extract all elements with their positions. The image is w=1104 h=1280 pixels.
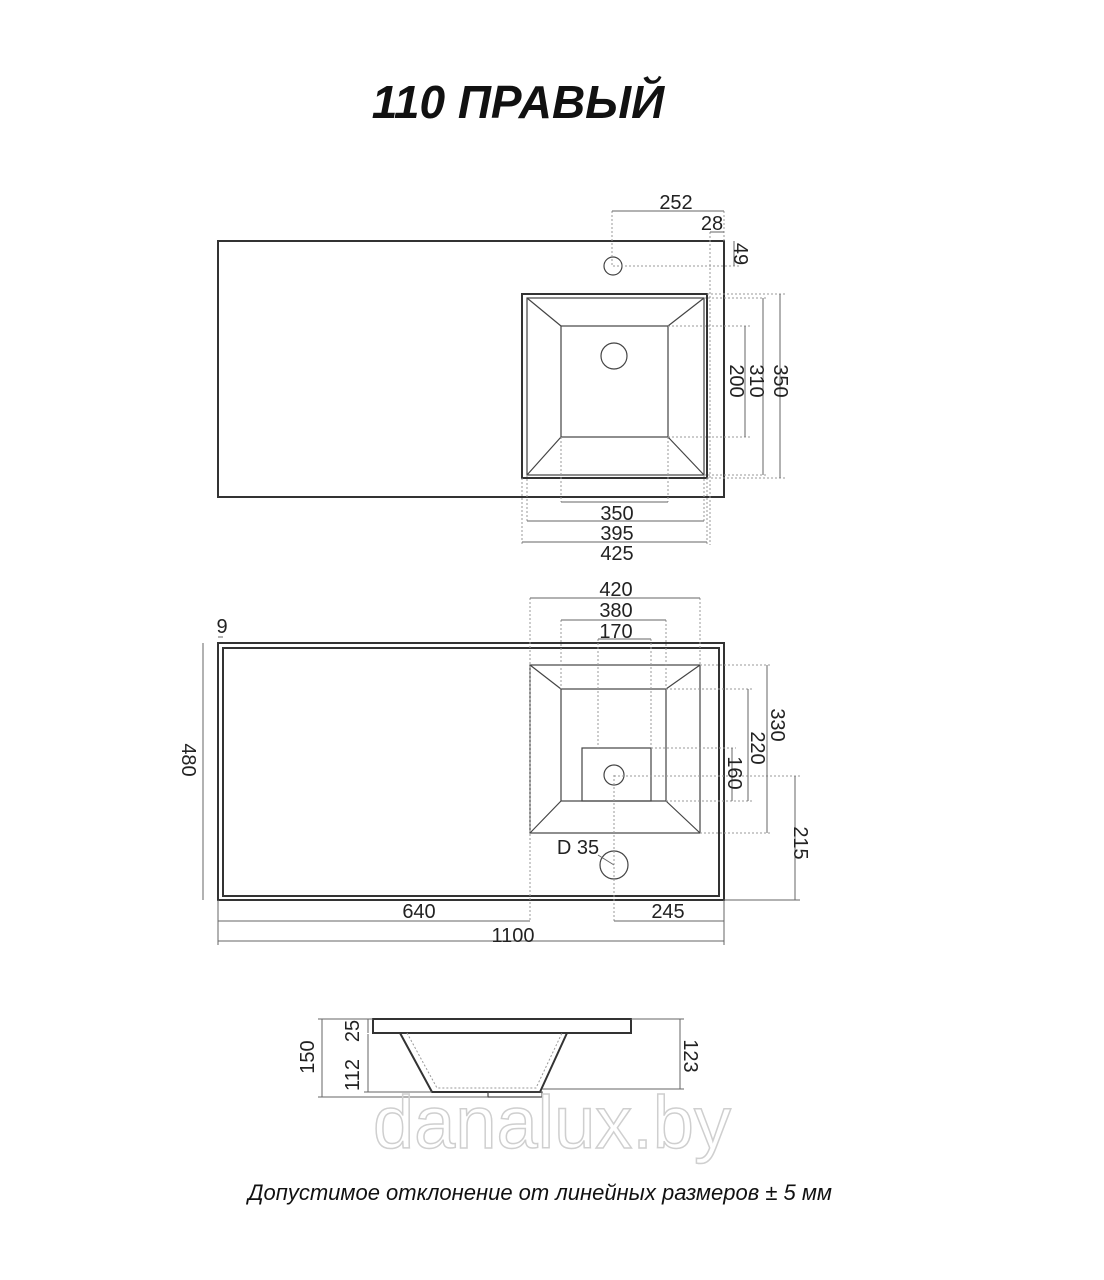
dim-480: 480 xyxy=(177,743,199,776)
countertop-section xyxy=(372,1018,632,1034)
dim-123: 123 xyxy=(679,1039,701,1072)
dim-9: 9 xyxy=(216,616,227,638)
dim-420: 420 xyxy=(599,579,632,601)
bowl-section xyxy=(399,1032,568,1093)
drain-hole xyxy=(600,342,628,370)
dim-252: 252 xyxy=(659,192,692,214)
drain-box xyxy=(581,747,652,802)
dim-640: 640 xyxy=(402,901,435,923)
top-view: 252 28 49 200 310 350 350 395 425 xyxy=(217,192,791,565)
drain-plate xyxy=(487,1091,543,1098)
dim-25: 25 xyxy=(342,1020,364,1042)
watermark: danalux.by xyxy=(373,1081,731,1164)
drawing-title: 110 ПРАВЫЙ xyxy=(372,76,665,128)
dim-1100: 1100 xyxy=(491,925,534,947)
dim-245: 245 xyxy=(651,901,684,923)
dim-215: 215 xyxy=(789,826,811,859)
basin-outer xyxy=(529,664,701,834)
hole-diameter-label: D 35 xyxy=(557,837,599,859)
basin-outer xyxy=(521,293,708,479)
dim-350-vertical: 350 xyxy=(769,364,791,397)
countertop-outline xyxy=(217,642,725,901)
dim-200: 200 xyxy=(725,364,747,397)
dim-170: 170 xyxy=(599,621,632,643)
tolerance-note: Допустимое отклонение от линейных размер… xyxy=(245,1180,832,1205)
dim-310: 310 xyxy=(745,364,767,397)
basin-bottom xyxy=(560,325,669,438)
dim-350-horizontal: 350 xyxy=(600,503,633,525)
side-view: 150 25 112 123 xyxy=(297,1018,701,1098)
countertop-outline xyxy=(217,240,725,498)
dim-380: 380 xyxy=(599,600,632,622)
dim-49: 49 xyxy=(729,243,751,265)
dim-395: 395 xyxy=(600,523,633,545)
basin-rim xyxy=(526,297,705,476)
dim-220: 220 xyxy=(746,731,768,764)
dim-28: 28 xyxy=(701,213,723,235)
plan-view: 420 380 170 9 480 330 220 160 215 640 24… xyxy=(177,579,811,947)
dim-150: 150 xyxy=(297,1040,319,1073)
dim-330: 330 xyxy=(766,708,788,741)
dim-425: 425 xyxy=(600,543,633,565)
countertop-inner xyxy=(222,647,720,897)
dim-112: 112 xyxy=(342,1059,364,1091)
dim-160: 160 xyxy=(723,756,745,789)
